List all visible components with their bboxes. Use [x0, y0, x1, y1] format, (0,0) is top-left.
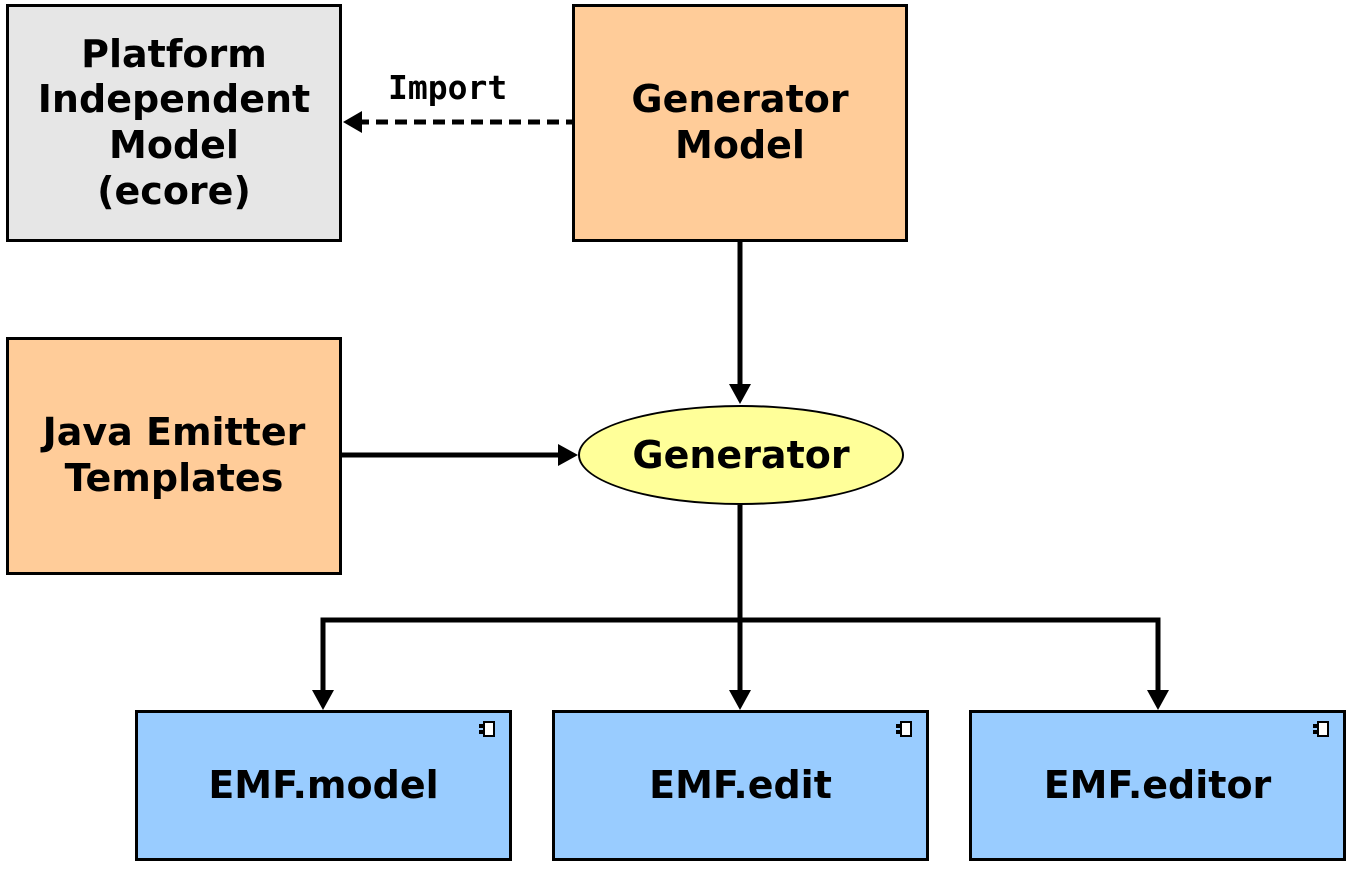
java-emitter-templates-box: Java Emitter Templates — [6, 337, 342, 575]
jet-to-generator-arrow — [342, 444, 578, 466]
import-arrow — [343, 111, 578, 133]
generator-label: Generator — [632, 433, 850, 477]
emf-edit-label: EMF.edit — [649, 762, 832, 807]
component-icon — [479, 721, 495, 737]
emf-model-component: EMF.model — [135, 710, 512, 861]
generator-ellipse: Generator — [578, 405, 904, 505]
emf-editor-component: EMF.editor — [969, 710, 1346, 861]
component-icon — [896, 721, 912, 737]
component-icon — [1313, 721, 1329, 737]
model-to-generator-arrow — [729, 242, 751, 404]
pim-label: Platform Independent Model (ecore) — [37, 31, 311, 213]
import-label: Import — [388, 68, 508, 107]
jet-label: Java Emitter Templates — [42, 410, 306, 500]
platform-independent-model-box: Platform Independent Model (ecore) — [6, 4, 342, 242]
generator-model-label: Generator Model — [631, 77, 849, 167]
emf-editor-label: EMF.editor — [1043, 762, 1272, 807]
generator-model-box: Generator Model — [572, 4, 908, 242]
generator-to-components-arrows — [312, 505, 1169, 710]
emf-model-label: EMF.model — [208, 762, 439, 807]
emf-edit-component: EMF.edit — [552, 710, 929, 861]
